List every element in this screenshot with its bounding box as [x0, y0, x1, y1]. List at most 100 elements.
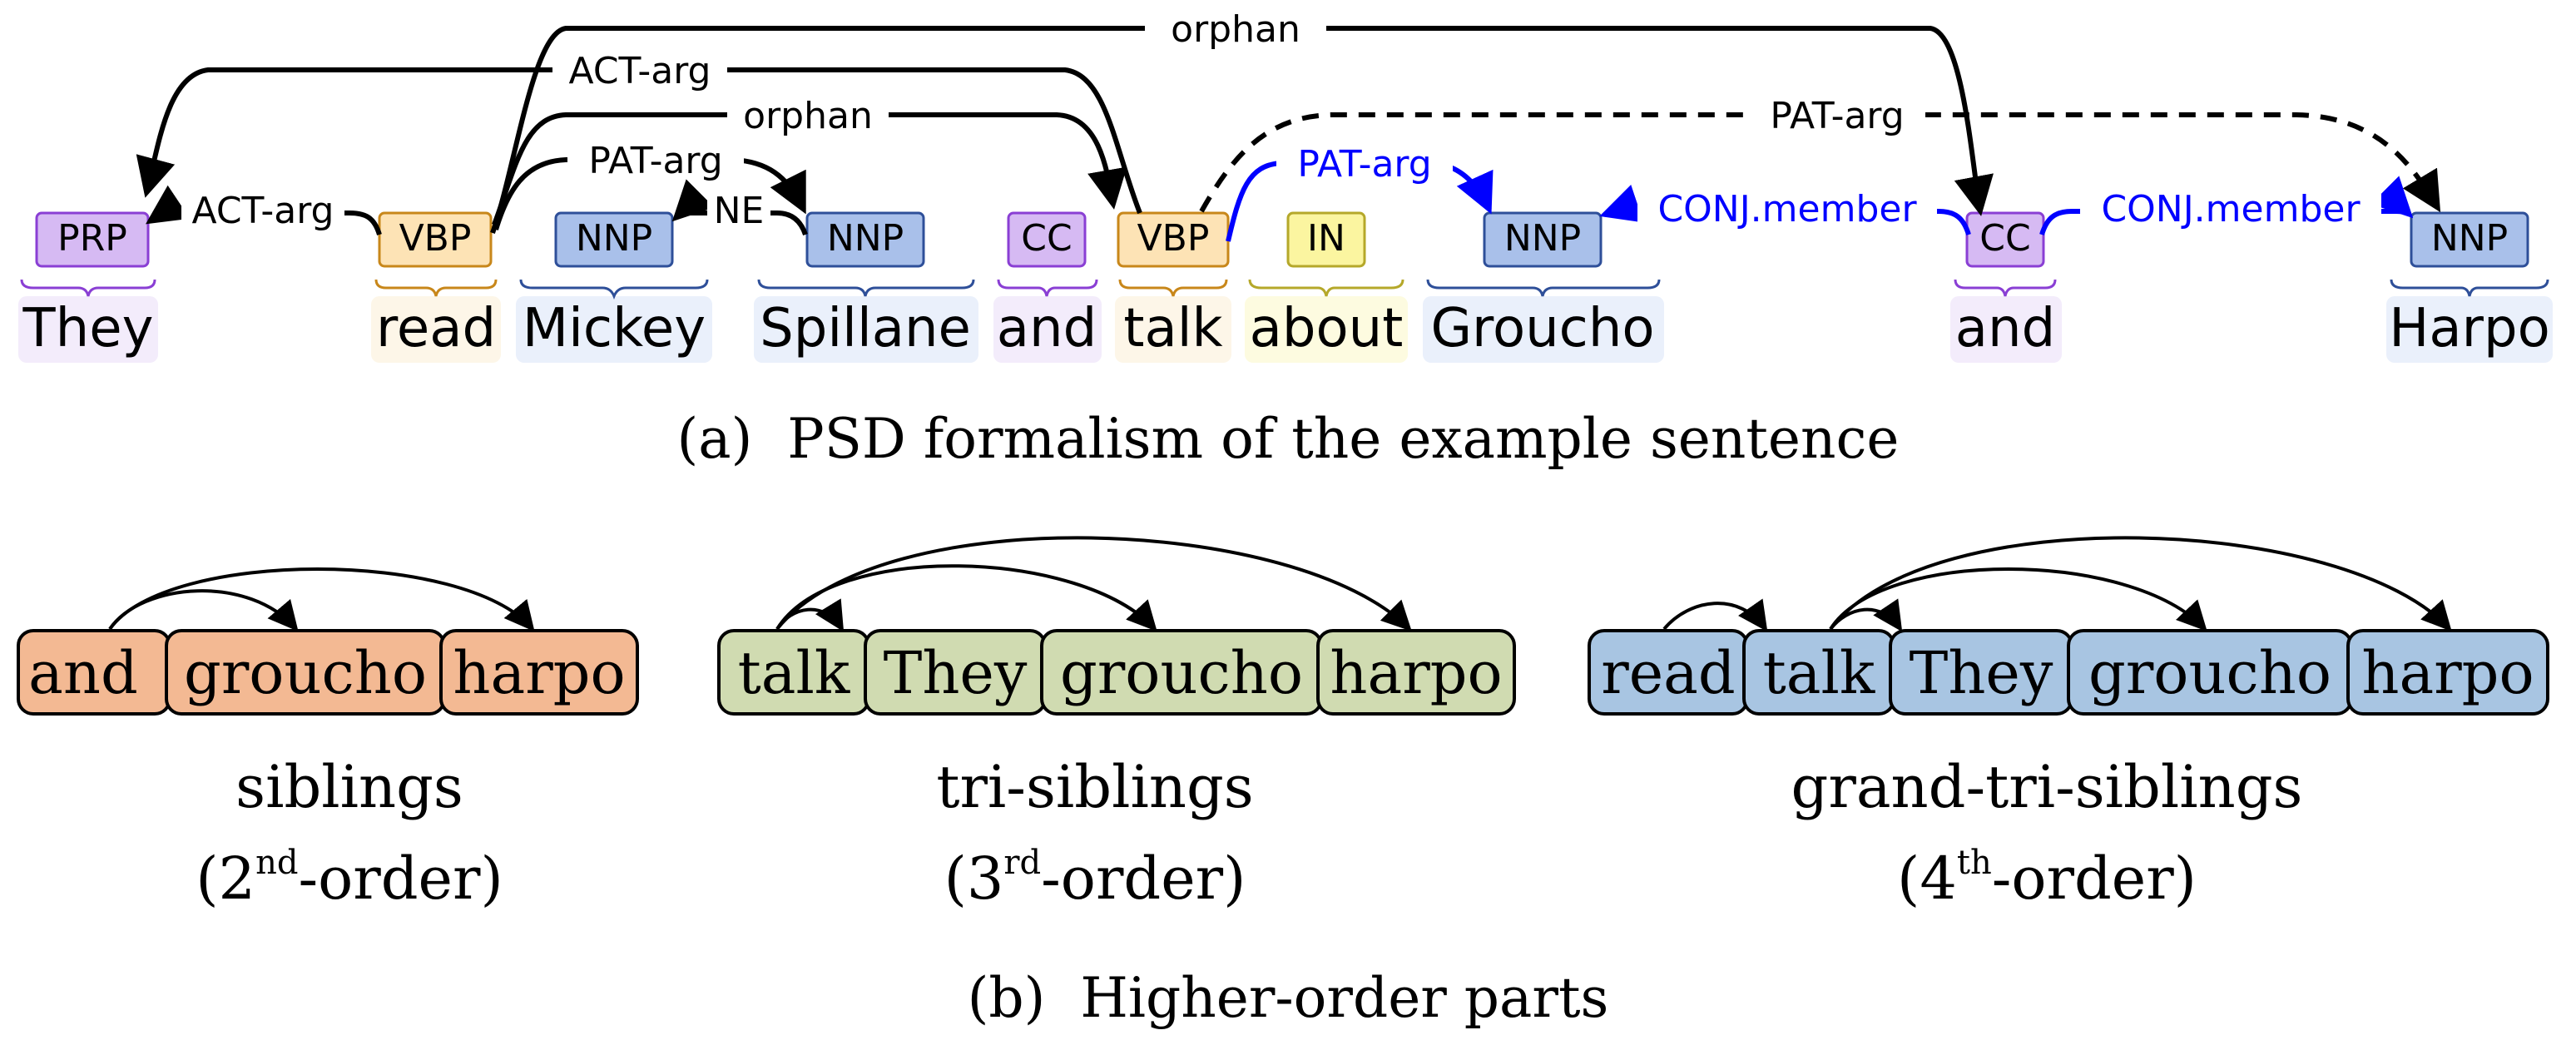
edge-act-arg-talk-they: ACT-arg [136, 50, 1142, 215]
tag-box-in [1286, 211, 1366, 268]
tag-box-cc [1007, 211, 1087, 268]
edge-label-bg [2080, 190, 2381, 230]
edge-label: orphan [1171, 8, 1300, 51]
tag-label: NNP [2431, 217, 2508, 260]
token-word: Mickey [523, 298, 706, 359]
edge-label: PAT-arg [1770, 95, 1904, 137]
token-bg [993, 296, 1102, 363]
part-arc [108, 567, 535, 632]
tag-box-nnp [1483, 211, 1603, 268]
token-word: read [376, 298, 496, 359]
part-name: tri-siblings [936, 753, 1253, 821]
token-word: They [22, 298, 154, 359]
tag-box-nnp [805, 211, 925, 268]
edge-orphan-read-talk: orphan [492, 95, 1127, 226]
edge-path [492, 112, 1127, 226]
token-bg [371, 296, 501, 363]
token-spillane: NNP Spillane [754, 211, 978, 363]
order-sup: th [1957, 844, 1992, 882]
part-arc [1829, 536, 2452, 631]
part-token: harpo [2361, 639, 2534, 707]
edge-orphan-read-and: orphan [490, 8, 1994, 234]
part-token: They [1910, 639, 2053, 707]
part-group-tri-siblings: talk They groucho harpo tri-siblings (3r… [717, 536, 1516, 913]
token-word: Harpo [2389, 298, 2549, 359]
edge-label-bg [1276, 145, 1453, 185]
edge-label-bg [181, 191, 344, 231]
part-token: talk [738, 639, 850, 707]
psd-graph: PRP They VBP read NNP Mickey NNP Spillan… [18, 8, 2553, 471]
part-group-siblings: and groucho harpo siblings (2nd-order) [17, 567, 639, 913]
tag-box-nnp [554, 211, 674, 268]
token-bg [2386, 296, 2553, 363]
token-word: and [997, 298, 1097, 359]
edge-conj-member-and-harpo: CONJ.member [2039, 176, 2414, 235]
part-group-grand-tri-siblings: read talk They groucho harpo grand-tri-s… [1588, 536, 2549, 913]
tag-label: NNP [827, 217, 904, 260]
caption-a: (a) PSD formalism of the example sentenc… [677, 407, 1900, 471]
edge-label: CONJ.member [2101, 188, 2361, 230]
tag-box-cc [1965, 211, 2045, 268]
tag-label: VBP [399, 217, 472, 260]
token-brace [20, 279, 156, 297]
token-word: talk [1123, 298, 1222, 359]
edge-label: orphan [743, 95, 873, 137]
order-sup: rd [1003, 844, 1041, 882]
token-bg [1423, 296, 1664, 363]
token-bg [516, 296, 712, 363]
token-harpo: NNP Harpo [2386, 211, 2553, 363]
part-arc [108, 589, 299, 632]
edge-pat-arg-read-spillane: PAT-arg [493, 140, 806, 230]
part-token: talk [1763, 639, 1875, 707]
edge-path [136, 67, 1142, 215]
token-word: about [1250, 298, 1404, 359]
part-token: groucho [1060, 639, 1303, 707]
part-token: read [1601, 639, 1735, 707]
part-token: harpo [453, 639, 625, 707]
part-name: siblings [235, 753, 463, 821]
part-token: They [884, 639, 1028, 707]
token-mickey: NNP Mickey [516, 211, 712, 363]
token-they: PRP They [18, 211, 158, 363]
token-read: VBP read [371, 211, 501, 363]
part-arc [1829, 567, 2207, 631]
edge-ne-spillane-mickey: NE [671, 179, 808, 236]
token-brace [1954, 279, 2057, 297]
edge-label: PAT-arg [1297, 143, 1431, 186]
order-num: (4 [1897, 844, 1957, 913]
part-order: (3rd-order) [944, 844, 1246, 913]
tag-label: CC [1021, 217, 1072, 260]
edge-label: NE [714, 190, 765, 232]
tag-label: CC [1979, 217, 2030, 260]
token-brace [1426, 279, 1661, 297]
part-arc [1662, 598, 1768, 632]
edge-label: ACT-arg [569, 50, 711, 92]
edge-label: CONJ.member [1657, 188, 1917, 230]
higher-order-parts: and groucho harpo siblings (2nd-order) t… [17, 536, 2549, 1030]
token-and-1: CC and [993, 211, 1102, 363]
token-word: Spillane [760, 298, 971, 359]
edge-conj-member-and-groucho: CONJ.member [1599, 184, 1971, 235]
edge-label: PAT-arg [588, 140, 722, 182]
caption-b: (b) Higher-order parts [968, 966, 1609, 1030]
token-talk: VBP talk [1115, 211, 1231, 363]
edge-label-bg [567, 141, 744, 181]
edge-pat-arg-talk-harpo: PAT-arg [1199, 95, 2441, 213]
token-groucho: NNP Groucho [1423, 211, 1664, 363]
token-bg [1950, 296, 2062, 363]
token-brace [997, 279, 1098, 297]
token-bg [754, 296, 978, 363]
order-num: (2 [196, 844, 255, 913]
tag-label: PRP [57, 217, 127, 260]
token-brace [374, 279, 498, 297]
edge-path [490, 26, 1994, 234]
token-about: IN about [1245, 211, 1408, 363]
edge-act-arg-read-they: ACT-arg [146, 185, 382, 235]
token-brace [1248, 279, 1404, 297]
order-num: (3 [944, 844, 1004, 913]
order-rest: -order) [298, 844, 503, 913]
edge-label-bg [727, 97, 889, 136]
edge-label-bg [1145, 10, 1326, 50]
edge-label-bg [1749, 97, 1925, 136]
